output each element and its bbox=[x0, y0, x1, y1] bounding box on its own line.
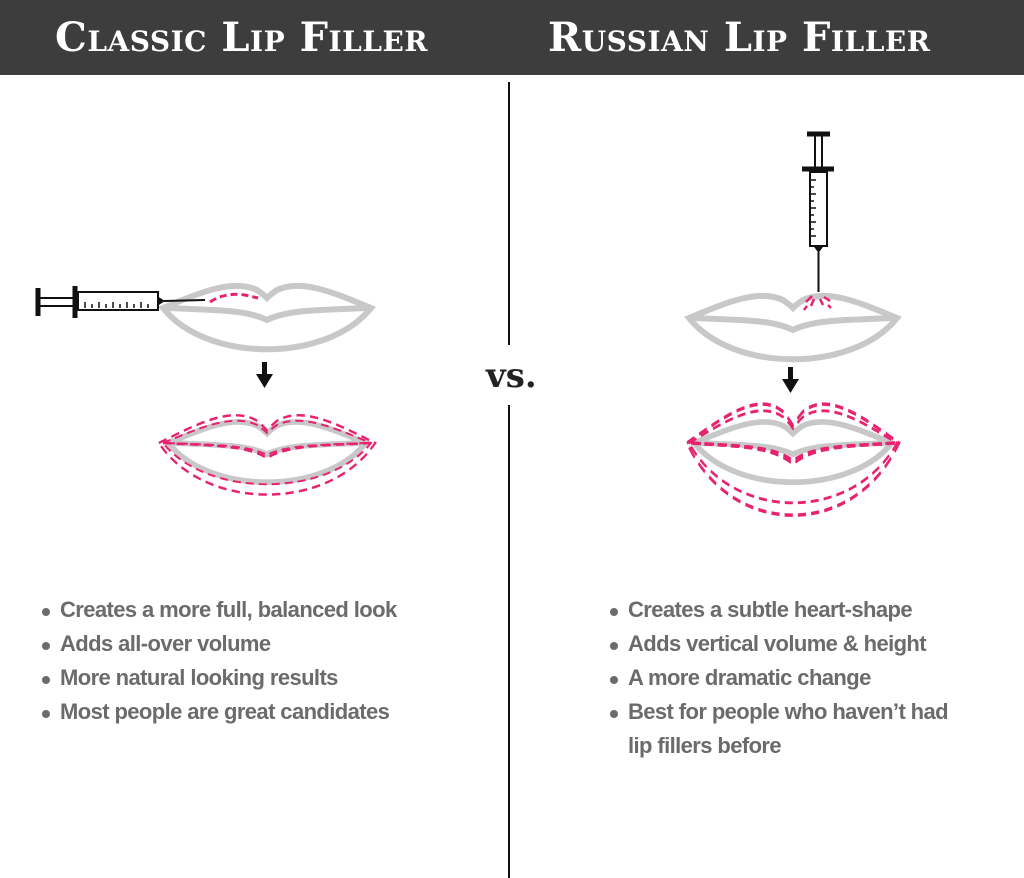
list-item: Adds all-over volume bbox=[42, 627, 397, 661]
syringe-vertical-icon bbox=[802, 131, 834, 292]
header-bar: Classic Lip Filler Russian Lip Filler bbox=[0, 0, 1024, 75]
classic-benefits-list: Creates a more full, balanced look Adds … bbox=[42, 593, 397, 729]
list-item: Adds vertical volume & height bbox=[610, 627, 970, 661]
list-item: A more dramatic change bbox=[610, 661, 970, 695]
classic-injection-marks bbox=[209, 292, 259, 304]
arrow-down-icon bbox=[256, 362, 273, 388]
russian-lips-before bbox=[689, 296, 897, 359]
list-item: Most people are great candidates bbox=[42, 695, 397, 729]
russian-benefits-list: Creates a subtle heart-shape Adds vertic… bbox=[610, 593, 970, 763]
russian-injection-marks bbox=[803, 295, 832, 311]
syringe-horizontal-icon bbox=[35, 286, 206, 318]
classic-title: Classic Lip Filler bbox=[55, 14, 429, 61]
classic-lips-after bbox=[157, 413, 377, 496]
divider-top bbox=[508, 82, 510, 345]
classic-lips-before bbox=[163, 286, 371, 349]
russian-lips-after bbox=[685, 402, 901, 517]
russian-title: Russian Lip Filler bbox=[548, 14, 931, 61]
list-item: Best for people who haven’t had lip fill… bbox=[610, 695, 970, 763]
arrow-down-icon bbox=[782, 367, 799, 393]
vs-label: vs. bbox=[486, 356, 537, 396]
list-item: Creates a more full, balanced look bbox=[42, 593, 397, 627]
divider-bottom bbox=[508, 405, 510, 878]
list-item: Creates a subtle heart-shape bbox=[610, 593, 970, 627]
list-item: More natural looking results bbox=[42, 661, 397, 695]
